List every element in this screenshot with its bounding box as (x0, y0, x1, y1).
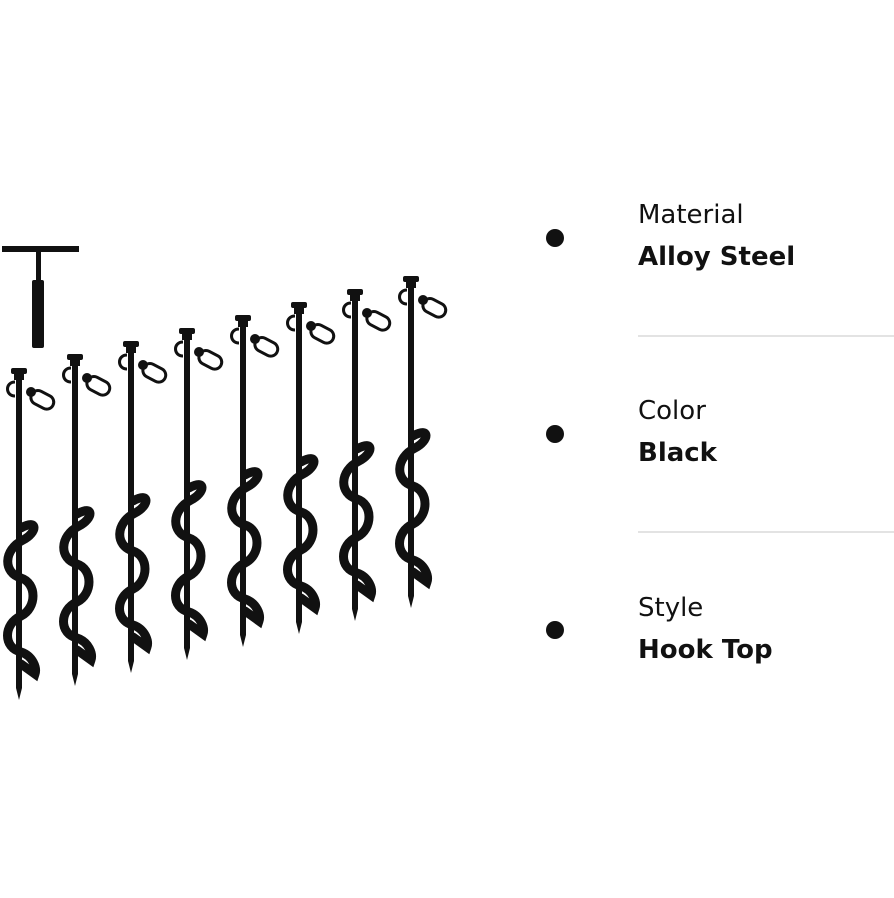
product-image (2, 246, 520, 894)
spec-value: Alloy Steel (638, 242, 796, 272)
t-handle-tool-icon (2, 246, 79, 348)
bullet-icon (546, 621, 564, 639)
spec-value: Black (638, 438, 717, 468)
divider (638, 531, 894, 533)
spec-list: Material Alloy Steel Color Black Style H… (530, 0, 894, 894)
spec-label: Material (638, 200, 744, 230)
bullet-icon (546, 229, 564, 247)
spec-label: Style (638, 593, 704, 623)
spec-label: Color (638, 396, 706, 426)
divider (638, 335, 894, 337)
bullet-icon (546, 425, 564, 443)
spec-value: Hook Top (638, 635, 773, 665)
